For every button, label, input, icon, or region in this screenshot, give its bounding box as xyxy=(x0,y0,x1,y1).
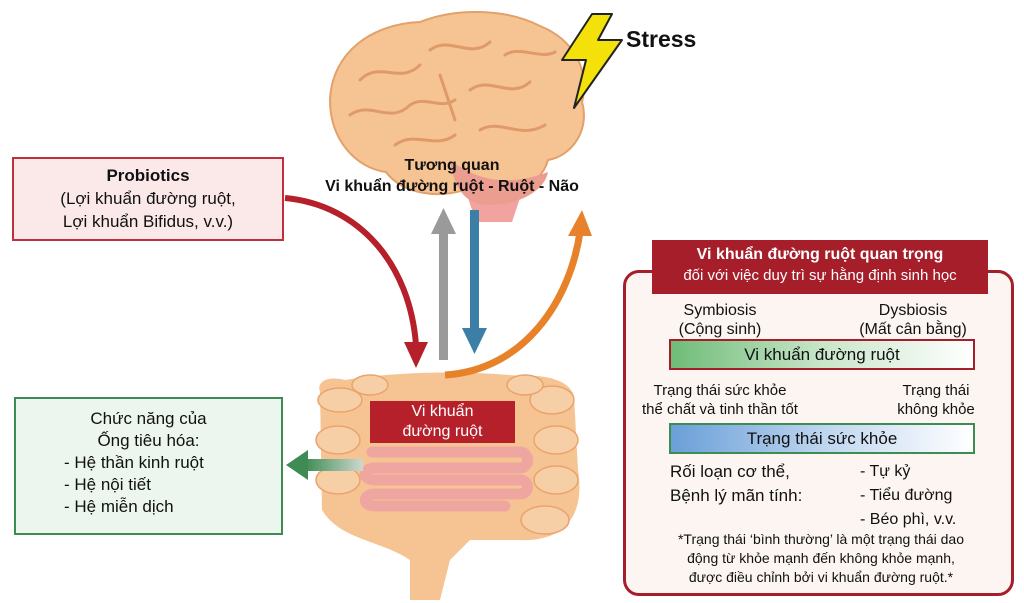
gut-to-brain-arrow xyxy=(431,208,456,360)
panel-header-subtitle: đối với việc duy trì sự hằng định sinh h… xyxy=(683,267,957,284)
list-item: - Hệ miễn dịch xyxy=(64,497,174,516)
gut-label-line-1: Vi khuẩn xyxy=(411,403,474,420)
disorder-label: Rối loạn cơ thể, Bệnh lý mãn tính: xyxy=(670,460,802,508)
footnote-line-3: được điều chỉnh bởi vi khuẩn đường ruột.… xyxy=(688,569,954,585)
disorder-line-2: Bệnh lý mãn tính: xyxy=(670,486,803,505)
good-state-label: Trạng thái sức khỏe thể chất và tinh thầ… xyxy=(630,381,810,419)
digestive-arrow xyxy=(286,450,363,480)
list-item: - Tiểu đường xyxy=(860,487,953,504)
list-item: - Tự kỷ xyxy=(860,463,911,480)
good-state-line-2: thể chất và tinh thần tốt xyxy=(642,401,798,418)
disorder-line-1: Rối loạn cơ thể, xyxy=(670,462,790,481)
dysbiosis-label: Dysbiosis (Mất cân bằng) xyxy=(848,301,978,339)
probiotics-line-1: (Lợi khuẩn đường ruột, xyxy=(60,189,236,208)
footnote: *Trạng thái ‘bình thường’ là một trạng t… xyxy=(636,530,1006,587)
gut-label-line-2: đường ruột xyxy=(402,423,483,440)
digestive-title-2: Ống tiêu hóa: xyxy=(97,431,200,450)
dysbiosis-line-1: Dysbiosis xyxy=(878,302,948,319)
probiotics-arrow xyxy=(284,195,419,346)
probiotics-box: Probiotics (Lợi khuẩn đường ruột, Lợi kh… xyxy=(12,157,284,241)
stress-label: Stress xyxy=(626,26,697,52)
list-item: - Hệ thần kinh ruột xyxy=(64,453,204,472)
lightning-icon xyxy=(561,13,623,109)
gut-to-brain-orange-arrow xyxy=(444,231,584,379)
symbiosis-label: Symbiosis (Cộng sinh) xyxy=(660,301,780,339)
brain-to-gut-arrow xyxy=(462,210,487,354)
panel-header: Vi khuẩn đường ruột quan trọng đối với v… xyxy=(652,240,988,294)
correlation-line-2: Vi khuẩn đường ruột - Ruột - Não xyxy=(325,178,579,195)
correlation-label: Tương quan Vi khuẩn đường ruột - Ruột - … xyxy=(282,155,622,197)
brain-icon xyxy=(328,11,586,222)
list-item: - Hệ nội tiết xyxy=(64,475,151,494)
footnote-line-2: động từ khỏe mạnh đến không khỏe mạnh, xyxy=(687,550,955,566)
symbiosis-line-2: (Cộng sinh) xyxy=(678,321,762,338)
digestive-title-1: Chức năng của xyxy=(90,409,207,428)
panel-header-title: Vi khuẩn đường ruột quan trọng xyxy=(696,246,944,263)
probiotics-line-2: Lợi khuẩn Bifidus, v.v.) xyxy=(62,212,234,231)
footnote-line-1: *Trạng thái ‘bình thường’ là một trạng t… xyxy=(677,531,964,547)
bad-state-line-1: Trạng thái xyxy=(902,382,970,399)
good-state-line-1: Trạng thái sức khỏe xyxy=(653,382,787,399)
disease-list: - Tự kỷ - Tiểu đường - Béo phì, v.v. xyxy=(860,460,956,532)
digestive-function-box: Chức năng của Ống tiêu hóa: - Hệ thần ki… xyxy=(14,397,283,535)
probiotics-title: Probiotics xyxy=(106,166,190,185)
bad-state-line-2: không khỏe xyxy=(897,401,975,418)
bad-state-label: Trạng thái không khỏe xyxy=(872,381,1000,419)
dysbiosis-line-2: (Mất cân bằng) xyxy=(859,321,967,338)
gut-bacteria-label: Vi khuẩn đường ruột xyxy=(370,401,515,443)
list-item: - Béo phì, v.v. xyxy=(860,511,957,528)
gut-bacteria-bar: Vi khuẩn đường ruột xyxy=(669,339,975,370)
symbiosis-line-1: Symbiosis xyxy=(683,302,757,319)
correlation-line-1: Tương quan xyxy=(404,157,500,174)
health-state-bar: Trạng thái sức khỏe xyxy=(669,423,975,454)
